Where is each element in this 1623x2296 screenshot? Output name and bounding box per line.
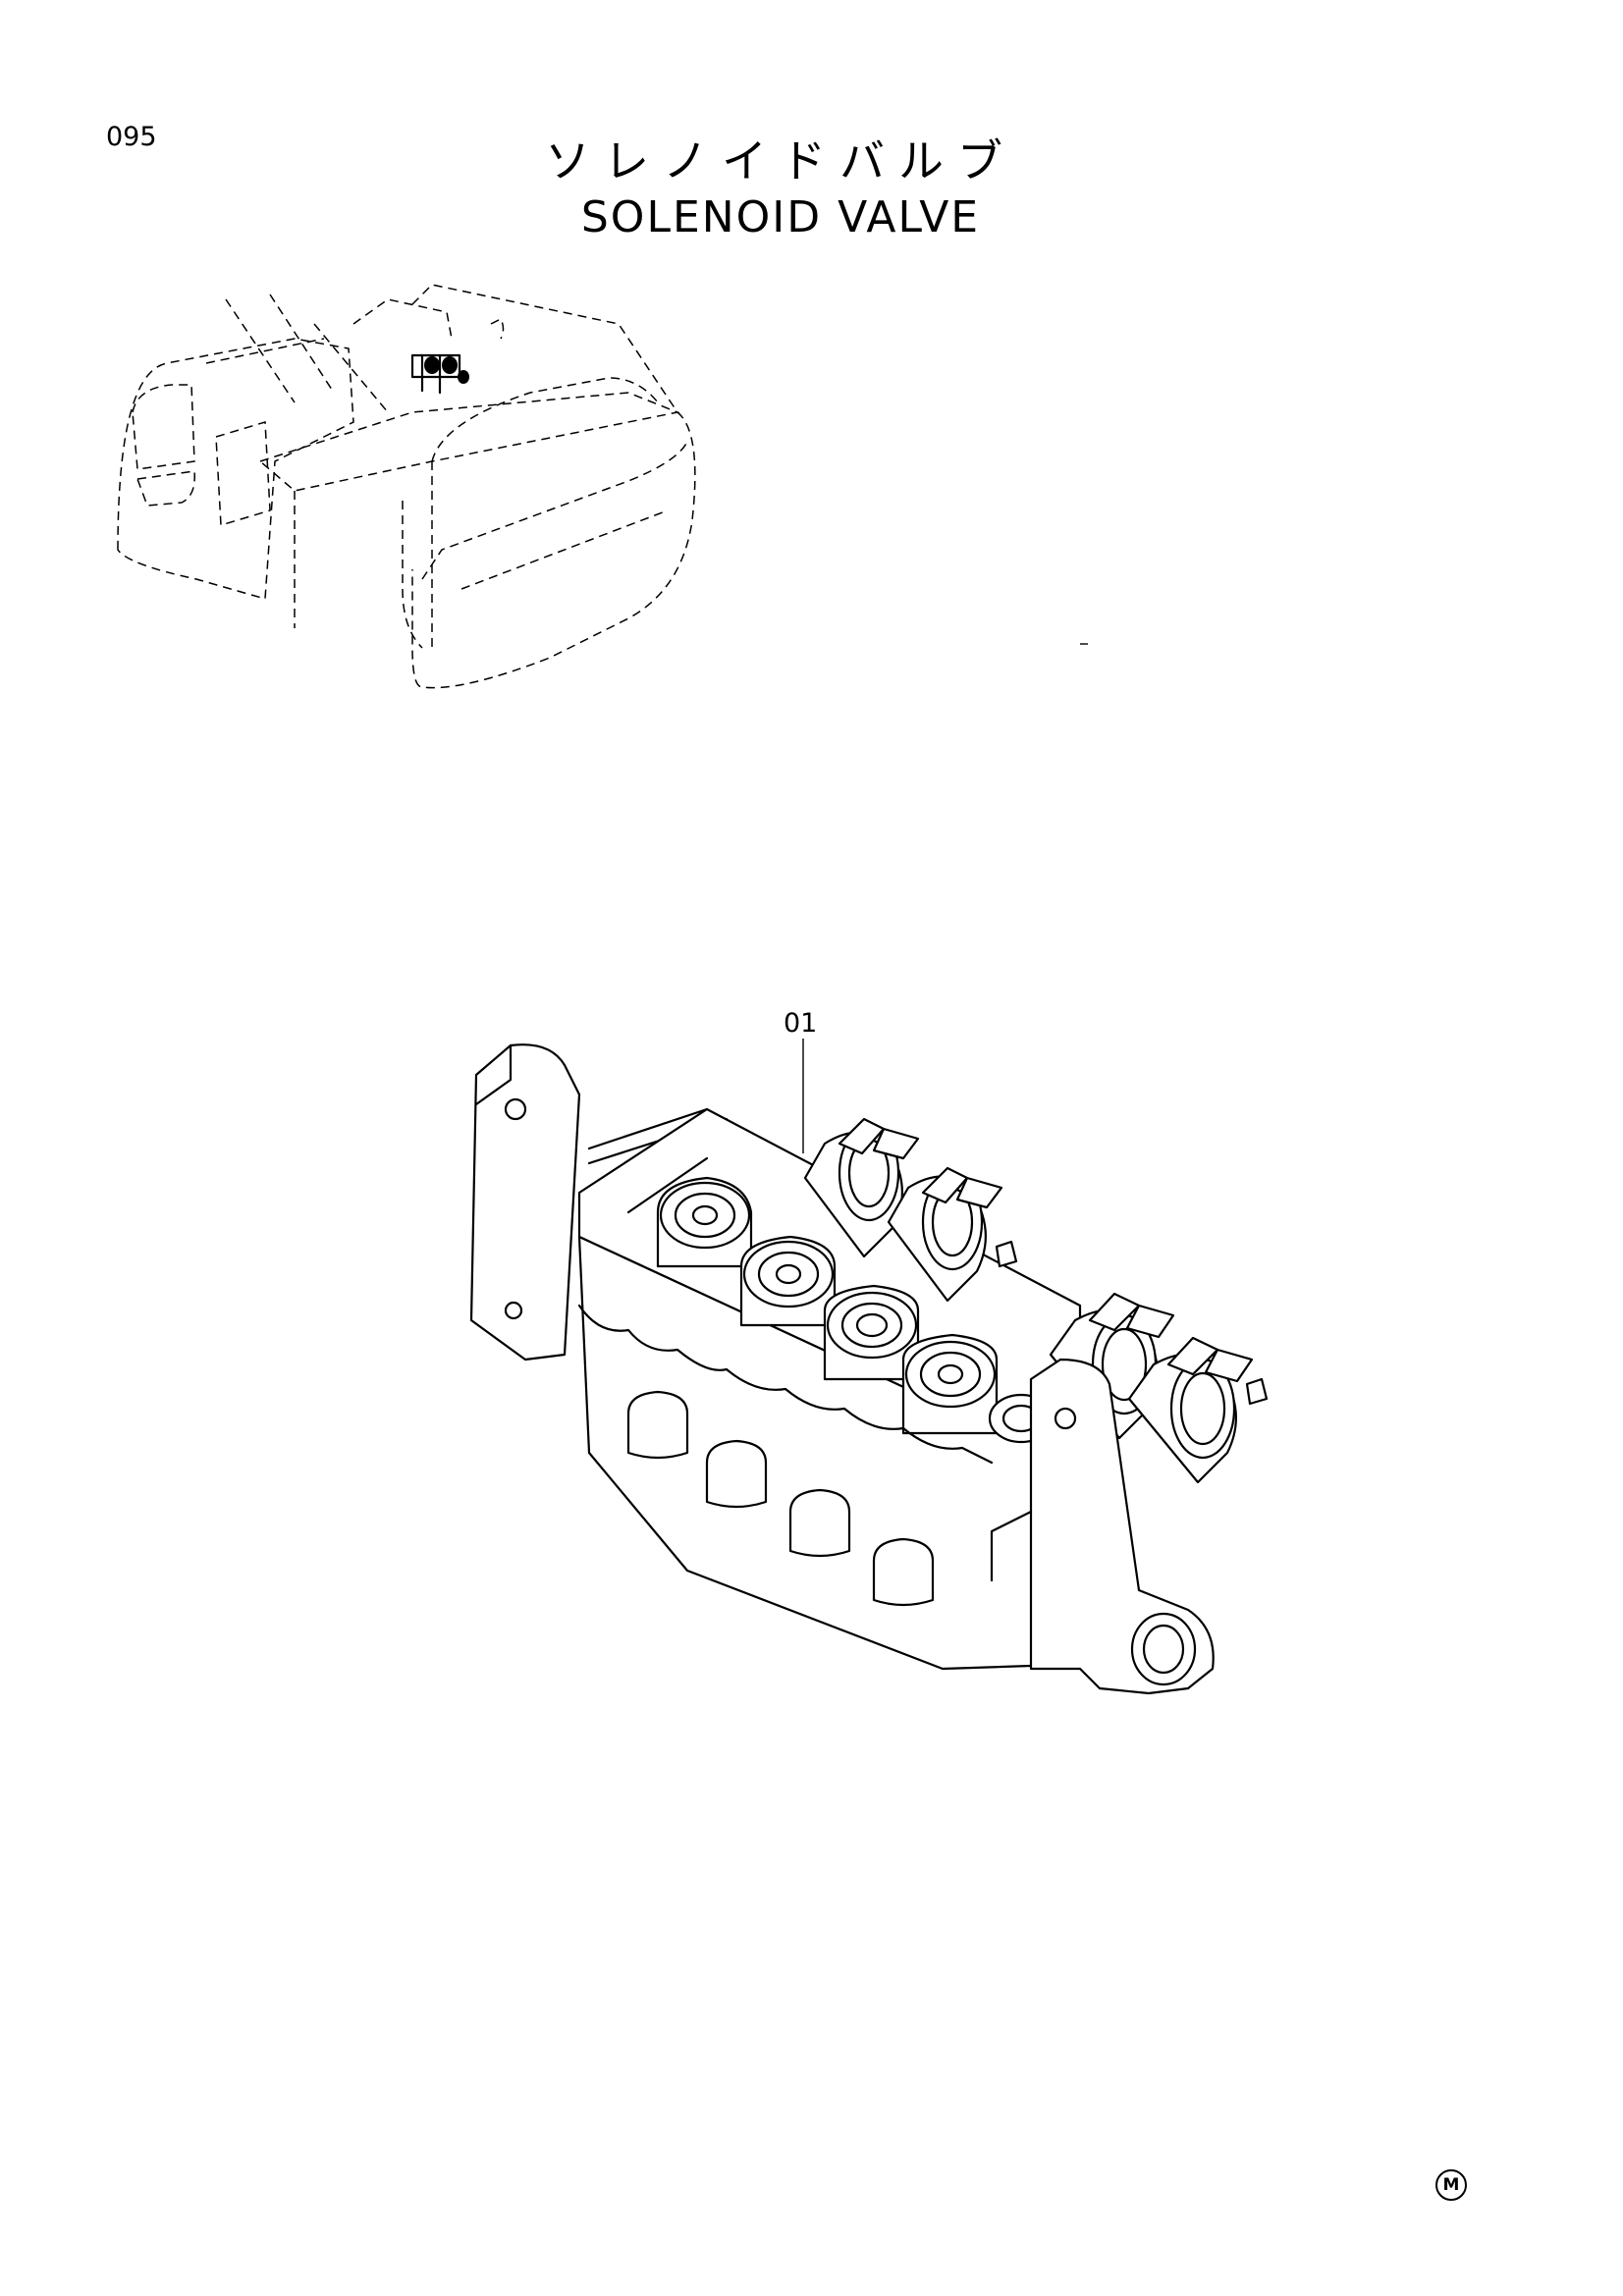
machine-overview-drawing [117,284,696,689]
page-number: 095 [106,122,157,152]
revision-marker: M [1435,2169,1467,2201]
solenoid-valve-drawing [469,1039,1269,1695]
page-title-english: SOLENOID VALVE [580,192,981,242]
page-title-japanese: ソレノイドバルブ [545,134,1016,187]
callout-label-01: 01 [784,1008,818,1039]
